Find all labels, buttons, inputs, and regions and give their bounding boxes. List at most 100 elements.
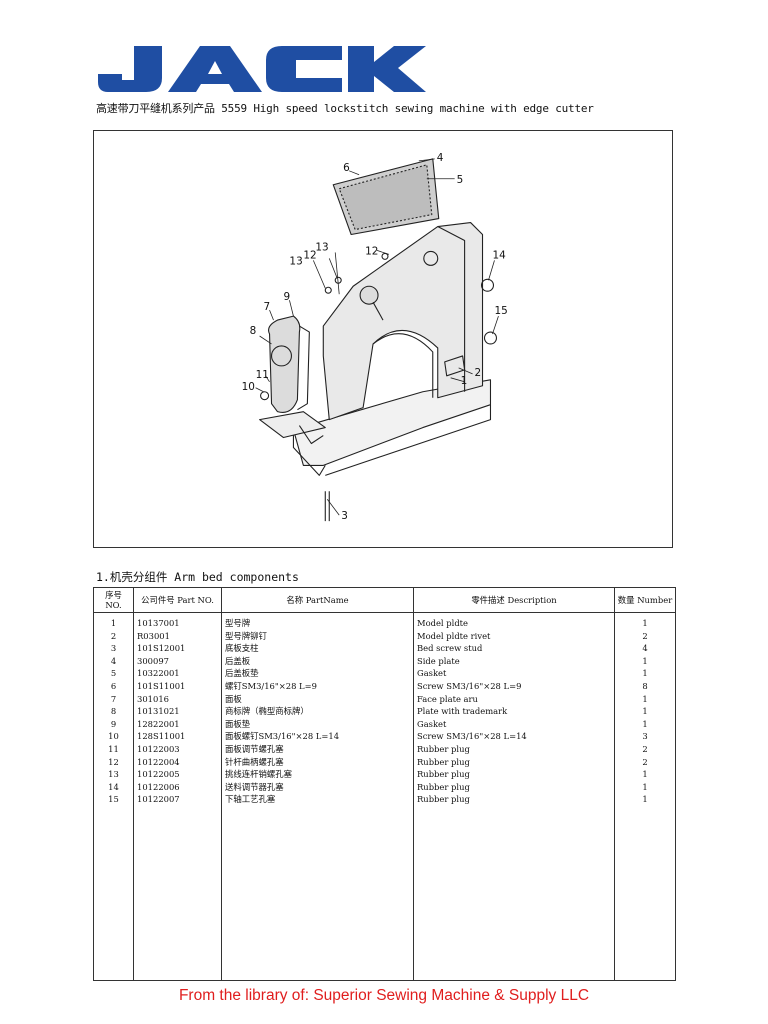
row-no: 1 — [110, 618, 117, 628]
face-plate — [268, 315, 301, 413]
row-description: Model pldte — [417, 618, 468, 628]
row-no: 4 — [110, 655, 117, 666]
row-part-no: 10122006 — [137, 781, 180, 792]
callout-8: 8 — [250, 325, 257, 337]
row-no: 11 — [108, 743, 119, 754]
callout-7: 7 — [264, 301, 271, 313]
row-quantity: 3 — [642, 731, 648, 742]
row-no: 15 — [108, 794, 119, 805]
row-no: 13 — [108, 769, 119, 780]
row-description: Model pldte rivet — [417, 630, 491, 641]
row-part-name: 面板垫 — [225, 718, 251, 729]
row-quantity: 1 — [642, 718, 648, 729]
row-no: 5 — [110, 668, 117, 679]
callout-12: 12 — [303, 249, 316, 261]
callout-12b: 12 — [365, 245, 378, 257]
row-part-no: R03001 — [137, 630, 170, 641]
row-no: 14 — [108, 781, 119, 792]
callout-13: 13 — [315, 241, 328, 253]
row-no: 2 — [110, 630, 117, 641]
row-part-no: 128S11001 — [137, 731, 186, 742]
row-no: 3 — [110, 643, 117, 654]
row-part-no: 10122004 — [137, 756, 180, 767]
header-part-no: 公司件号 Part NO. — [133, 587, 222, 613]
arm-body — [322, 222, 484, 421]
row-description: Rubber plug — [417, 794, 470, 805]
header-part-name: 名称 PartName — [221, 587, 414, 613]
bed-base — [292, 379, 492, 466]
row-part-name: 针杆曲柄螺孔塞 — [225, 756, 284, 767]
row-description: Face plate aru — [417, 693, 478, 704]
callout-14: 14 — [492, 249, 506, 261]
row-description: Rubber plug — [417, 756, 470, 767]
jack-logo — [98, 46, 426, 92]
row-part-name: 型号牌 — [225, 618, 251, 628]
row-quantity: 1 — [642, 769, 648, 780]
row-no: 12 — [108, 756, 119, 767]
callout-4: 4 — [437, 152, 444, 164]
row-part-name: 挑线连杆销螺孔塞 — [225, 769, 292, 780]
callout-13b: 13 — [289, 255, 302, 267]
row-description: Gasket — [417, 718, 447, 729]
row-part-no: 101S12001 — [137, 643, 186, 654]
row-no: 10 — [108, 731, 119, 742]
row-no: 6 — [110, 680, 117, 691]
row-description: Screw SM3/16"×28 L=14 — [417, 731, 527, 742]
row-part-no: 10122003 — [137, 743, 180, 754]
row-quantity: 2 — [642, 630, 648, 641]
header-quantity: 数量 Number — [614, 587, 676, 613]
row-part-name: 螺钉SM3/16"×28 L=9 — [225, 680, 317, 691]
row-quantity: 1 — [642, 618, 648, 628]
callout-5: 5 — [457, 174, 464, 186]
row-description: Rubber plug — [417, 781, 470, 792]
row-description: Rubber plug — [417, 769, 470, 780]
row-quantity: 1 — [642, 668, 648, 679]
row-part-no: 101S11001 — [137, 680, 186, 691]
row-part-no: 10122005 — [137, 769, 180, 780]
row-quantity: 1 — [642, 655, 648, 666]
library-footer: From the library of: Superior Sewing Mac… — [178, 987, 590, 1004]
row-description: Rubber plug — [417, 743, 470, 754]
row-description: Screw SM3/16"×28 L=9 — [417, 680, 522, 691]
callout-3: 3 — [341, 510, 348, 522]
row-part-name: 面板螺钉SM3/16"×28 L=14 — [225, 731, 340, 742]
callout-9: 9 — [283, 291, 290, 303]
row-part-no: 10137001 — [137, 618, 180, 628]
row-no: 9 — [110, 718, 117, 729]
exploded-diagram: 1 2 3 4 5 6 7 8 9 10 11 12 12 13 13 14 1… — [242, 152, 508, 522]
exploded-diagram-frame: 1 2 3 4 5 6 7 8 9 10 11 12 12 13 13 14 1… — [93, 130, 673, 548]
header-no: 序号 NO. — [93, 587, 134, 613]
parts-table: 序号 NO. 公司件号 Part NO. 名称 PartName 零件描述 De… — [93, 587, 676, 981]
row-description: Gasket — [417, 668, 447, 679]
row-quantity: 2 — [642, 743, 648, 754]
callout-10: 10 — [242, 381, 255, 393]
row-quantity: 8 — [642, 680, 648, 691]
row-part-no: 10122007 — [137, 794, 180, 805]
row-part-name: 面板 — [225, 693, 242, 704]
row-part-name: 底板支柱 — [225, 643, 259, 654]
row-part-name: 商标牌（椭型商标牌） — [225, 706, 309, 717]
header-description: 零件描述 Description — [413, 587, 615, 613]
row-quantity: 1 — [642, 693, 648, 704]
callout-6: 6 — [343, 162, 350, 174]
row-quantity: 1 — [642, 781, 648, 792]
row-part-no: 300097 — [137, 655, 169, 666]
row-part-no: 301016 — [137, 693, 169, 704]
row-part-no: 10131021 — [137, 706, 180, 717]
row-part-no: 12822001 — [137, 718, 180, 729]
callout-2: 2 — [475, 367, 482, 379]
row-part-name: 送料调节器孔塞 — [225, 781, 284, 792]
row-part-name: 面板调节螺孔塞 — [225, 743, 284, 754]
row-quantity: 1 — [642, 794, 648, 805]
table-header-row: 序号 NO. 公司件号 Part NO. 名称 PartName 零件描述 De… — [93, 587, 676, 613]
callout-11: 11 — [256, 369, 269, 381]
row-part-name: 型号牌铆钉 — [225, 630, 267, 641]
row-description: Plate with trademark — [417, 706, 508, 717]
row-no: 7 — [110, 693, 117, 704]
